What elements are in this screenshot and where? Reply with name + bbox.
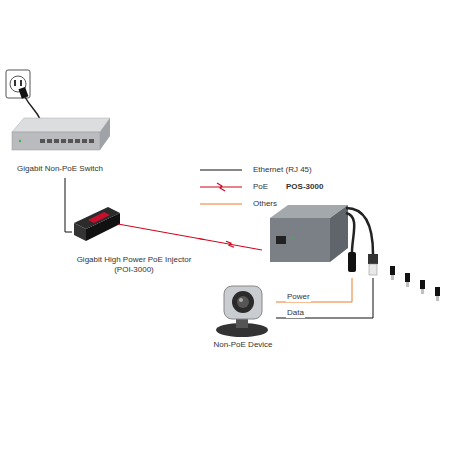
legend-text: Others [252,199,278,209]
pos-led [291,237,293,239]
device-label: Non-PoE Device [212,340,274,350]
legend-text: Ethernet (RJ 45) [252,165,313,175]
camera-lens [237,296,249,308]
cable-connector [276,278,373,318]
outlet-plate [6,70,30,98]
rj45-boot [368,254,378,264]
switch-port [47,139,52,143]
switch-port [89,139,94,143]
device-label: Gigabit High Power PoE Injector (POI-300… [74,255,194,275]
outlet-slot [14,80,16,86]
legend-line [200,204,242,205]
power-plug [18,87,28,99]
dc-tip [390,266,395,275]
dc-tip [435,287,440,296]
dc-tip [420,280,425,289]
edge-label: Data [286,308,305,318]
rj45-cable [346,208,373,254]
device-label: POS-3000 [286,182,360,192]
power-cord [25,97,40,119]
switch-front [12,132,100,150]
switch-side [100,118,110,150]
injector-front [86,213,120,241]
dc-cable [346,213,354,252]
rj45-plug [369,264,377,275]
dc-tip [406,282,409,287]
legend-text: PoE [252,182,269,192]
dc-plug [348,252,356,272]
device-node: Non-PoE Device [210,282,276,354]
switch-top [12,118,110,132]
dc-tips [390,266,440,301]
camera-body [224,286,262,319]
dc-tip [391,275,394,280]
injector-badge [88,212,110,223]
switch-led [19,140,21,142]
cable-connector [276,278,352,302]
switch-port [75,139,80,143]
pos-side [330,205,348,262]
switch-port [40,139,45,143]
legend-line [200,170,242,171]
camera-face [232,291,254,313]
cable-connector [198,238,262,250]
cable-connector [65,178,72,232]
dc-tip [436,296,439,301]
outlet-slot [20,80,22,86]
edge-label: Power [286,292,311,302]
rj45-port [276,236,286,244]
poe-bolt [217,183,225,191]
dc-tip [421,289,424,294]
pos-front [270,218,330,262]
dc-tip [405,273,410,282]
device-label: Gigabit Non-PoE Switch [16,164,104,174]
switch-port [54,139,59,143]
switch-port [82,139,87,143]
device-node: Gigabit High Power PoE Injector (POI-300… [72,205,198,279]
switch-ports [40,139,94,143]
injector-side [74,223,86,241]
switch-port [68,139,73,143]
device-node: POS-3000 [262,178,384,278]
device-node: Gigabit Non-PoE Switch [12,112,108,178]
switch-port [61,139,66,143]
lens-glint [239,298,243,302]
poe-cable-stub [118,224,205,240]
